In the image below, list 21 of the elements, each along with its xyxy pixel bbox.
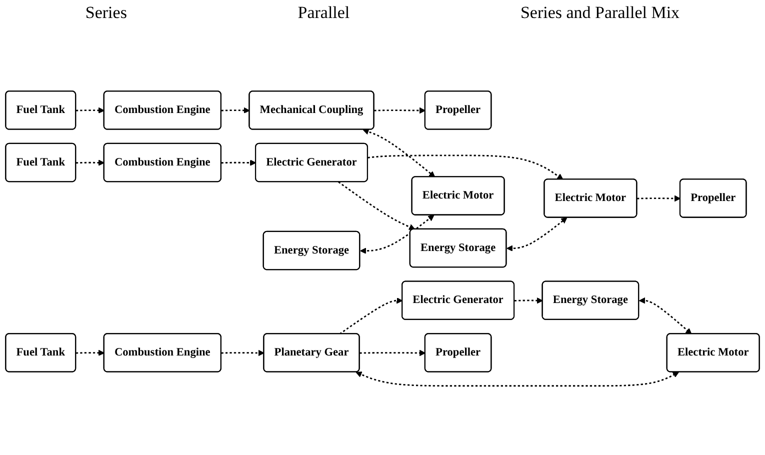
arrow xyxy=(360,214,434,254)
panel-caption: Series and Parallel Mix xyxy=(520,3,680,23)
arrow xyxy=(76,107,104,114)
arrow xyxy=(339,297,403,335)
arrow xyxy=(338,181,416,230)
arrow xyxy=(368,154,564,180)
arrow xyxy=(506,217,568,252)
arrow xyxy=(221,160,256,166)
panel-caption: Parallel xyxy=(298,3,350,23)
arrow xyxy=(76,350,104,356)
panel-caption: Series xyxy=(85,3,127,23)
arrow xyxy=(638,297,692,334)
arrow xyxy=(221,107,250,114)
arrow xyxy=(514,297,543,304)
arrow xyxy=(374,107,426,114)
arrow xyxy=(221,350,264,356)
arrow xyxy=(362,128,436,178)
arrow xyxy=(76,160,104,166)
arrow xyxy=(637,195,681,202)
arrow xyxy=(360,350,426,356)
arrow xyxy=(356,372,680,387)
